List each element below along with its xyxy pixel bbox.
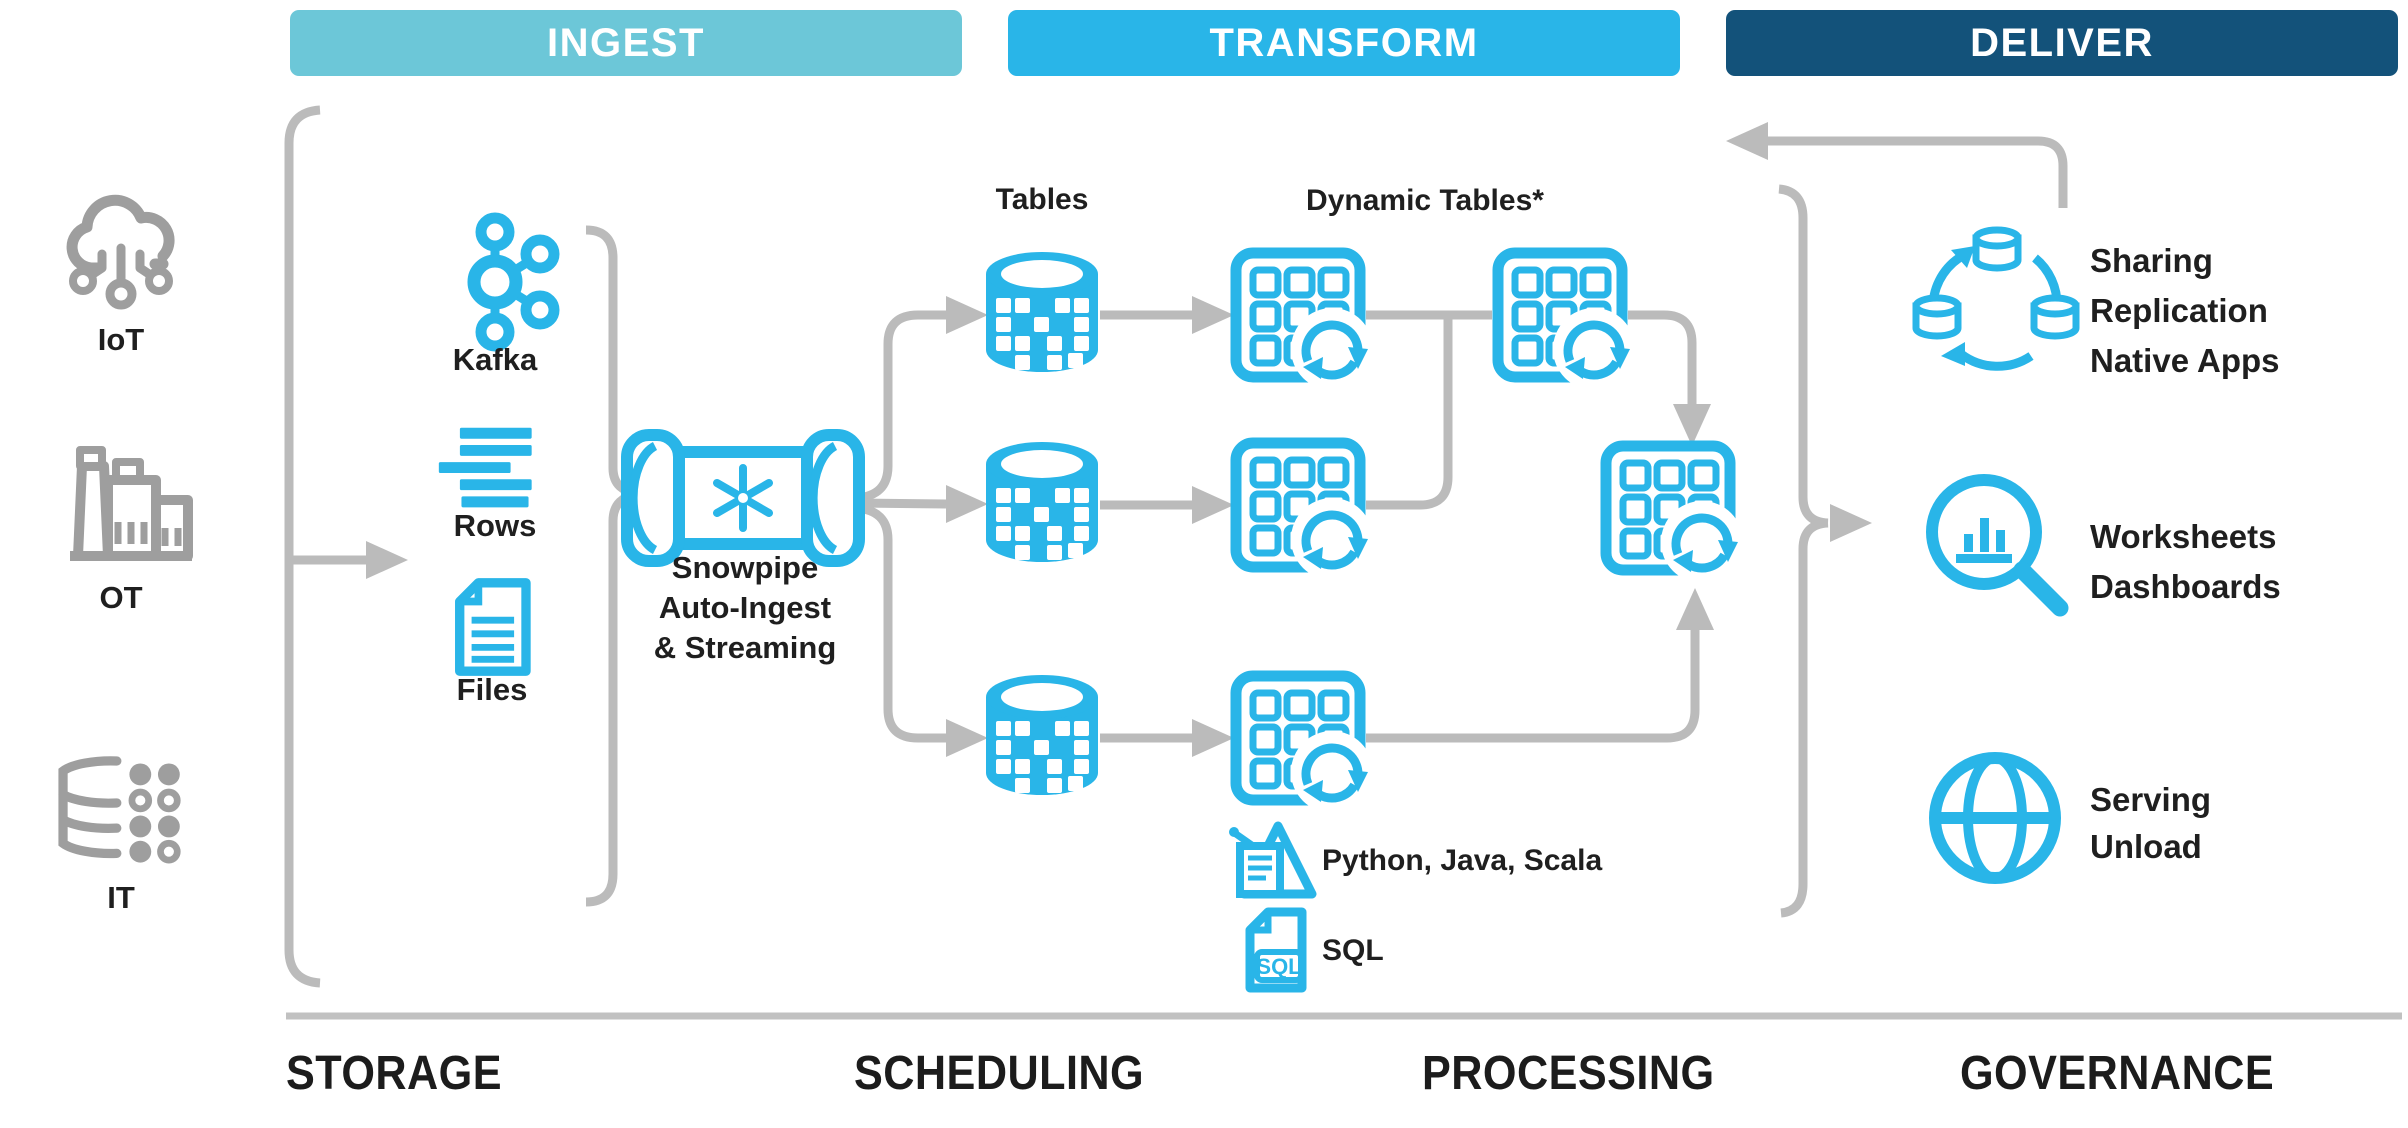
footer-scheduling-text: SCHEDULING: [854, 1047, 1145, 1100]
footer-label-processing: PROCESSING: [1422, 1046, 1747, 1101]
dynamic-table-icon: [1498, 253, 1635, 390]
snowpipe-label-line1: Snowpipe: [671, 550, 819, 585]
snowpipe-label-line2: Auto-Ingest: [658, 590, 832, 625]
table-cylinder-icon: [986, 675, 1098, 795]
cyl2-arrowhead: [1192, 486, 1234, 524]
footer-storage-text: STORAGE: [286, 1047, 502, 1100]
footer-label-scheduling: SCHEDULING: [854, 1046, 1176, 1101]
serving-label-line2: Unload: [2090, 828, 2202, 865]
files-label: Files: [456, 672, 528, 707]
files-icon: [455, 578, 531, 676]
worksheets-magnifier-icon: [1926, 474, 2069, 617]
sql-label: SQL: [1322, 934, 1384, 967]
sharing-label-line1: Sharing: [2090, 242, 2213, 279]
rows-label: Rows: [453, 508, 537, 543]
sql-doc-icon: SQL: [1245, 907, 1307, 993]
snowpipe-label: Snowpipe Auto-Ingest & Streaming: [654, 548, 837, 668]
dtB-final-line: [1628, 310, 1697, 404]
final-top-arrowhead: [1673, 404, 1711, 446]
sources-bracket: [284, 105, 321, 988]
dynamic-table-icon: [1236, 253, 1373, 390]
source-label-ot: OT: [99, 580, 143, 615]
serving-label-line1: Serving: [2090, 781, 2212, 818]
worksheets-label-line1: Worksheets: [2090, 518, 2277, 555]
table-cylinder-icon: [986, 442, 1098, 562]
tables-label: Tables: [995, 183, 1089, 216]
sharing-label-line3: Native Apps: [2090, 342, 2280, 379]
transform-banner-label: TRANSFORM: [1209, 20, 1479, 65]
dynamic-table-icon: [1236, 676, 1373, 813]
transform-bracket-bottom: [1780, 518, 1829, 918]
final-bottom-arrowhead: [1676, 588, 1714, 630]
rows-icon: [438, 427, 532, 508]
feedback-arrowhead: [1726, 122, 1768, 160]
ingest-banner: INGEST: [290, 10, 962, 76]
sharing-label: Sharing Replication Native Apps: [2090, 236, 2280, 386]
table-cylinder-icon: [986, 252, 1098, 372]
footer-label-governance: GOVERNANCE: [1960, 1046, 2309, 1101]
sql-badge-text: SQL: [1256, 954, 1301, 979]
ingest-banner-label: INGEST: [547, 20, 705, 65]
ingest-brace: [585, 225, 642, 907]
fan-row2-arrowhead: [946, 485, 988, 523]
fan-row3-arrowhead: [946, 719, 988, 757]
deliver-banner-label: DELIVER: [1970, 20, 2154, 65]
arrowheads: [366, 122, 1872, 757]
python-java-scala-icon: [1229, 821, 1317, 899]
source-label-iot: IoT: [97, 322, 145, 357]
sources-arrowhead: [366, 541, 408, 579]
footer-governance-text: GOVERNANCE: [1960, 1047, 2275, 1100]
connector-layer: [284, 105, 2402, 1020]
deliver-banner: DELIVER: [1726, 10, 2398, 76]
feedback-line: [1768, 136, 2068, 208]
cyl3-arrowhead: [1192, 719, 1234, 757]
fan-row1-arrowhead: [946, 296, 988, 334]
ot-factory-icon: [70, 446, 193, 561]
source-label-it: IT: [107, 880, 135, 915]
worksheets-label-line2: Dashboards: [2090, 568, 2281, 605]
fan-row1: [855, 310, 946, 503]
dynamic-tables-label: Dynamic Tables*: [1306, 184, 1544, 217]
dtD-final-line: [1366, 630, 1700, 743]
fan-row3: [855, 503, 946, 743]
worksheets-label: Worksheets Dashboards: [2090, 512, 2281, 612]
serving-globe-icon: [1929, 752, 2061, 884]
kafka-icon: [467, 212, 560, 352]
footer-label-storage: STORAGE: [286, 1046, 526, 1101]
sharing-label-line2: Replication: [2090, 292, 2268, 329]
fan-row2: [855, 498, 947, 509]
dtC-merge-line: [1366, 318, 1453, 510]
transform-banner: TRANSFORM: [1008, 10, 1680, 76]
transform-bracket-top: [1778, 184, 1829, 528]
dynamic-table-final-icon: [1606, 446, 1743, 583]
sharing-cycle-icon: [1916, 230, 2076, 371]
cyl1-arrowhead: [1192, 296, 1234, 334]
languages-label: Python, Java, Scala: [1322, 844, 1603, 877]
kafka-label: Kafka: [452, 342, 538, 377]
snowpipe-icon: [621, 429, 865, 567]
deliver-arrowhead: [1830, 504, 1872, 542]
snowpipe-label-line3: & Streaming: [653, 630, 837, 665]
it-database-icon: [58, 756, 181, 864]
iot-cloud-icon: [66, 194, 175, 310]
footer-processing-text: PROCESSING: [1422, 1047, 1715, 1100]
dynamic-table-icon: [1236, 443, 1373, 580]
serving-label: Serving Unload: [2090, 776, 2211, 870]
